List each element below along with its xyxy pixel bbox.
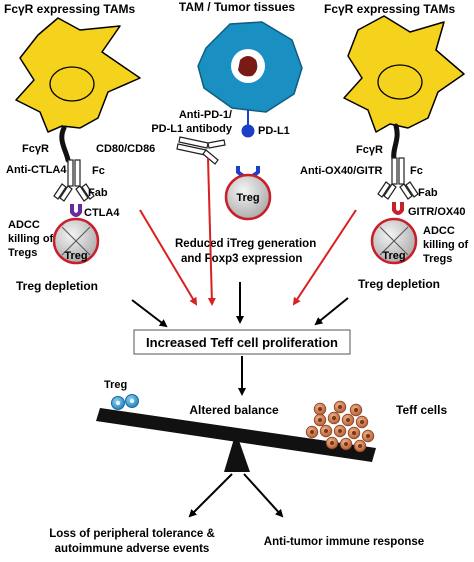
left-treg-cell — [52, 217, 100, 265]
left-adcc-line2: killing of — [8, 233, 54, 245]
red-arrow-center — [207, 157, 216, 306]
red-arrow-right — [292, 209, 357, 306]
teff-cell-nucleus — [318, 407, 322, 411]
center-antibody-line2: PD-L1 antibody — [151, 123, 233, 135]
tumor-cell — [197, 21, 303, 113]
teff-cell-nucleus — [338, 405, 342, 409]
left-fc-label: Fc — [92, 165, 105, 177]
pdl1-ligand-icon — [241, 124, 255, 138]
left-outcome: Treg depletion — [16, 279, 98, 293]
left-ctla4-label: CTLA4 — [84, 207, 120, 219]
left-fcgr-label: FcγR — [22, 143, 49, 155]
left-adcc-line3: Tregs — [8, 247, 37, 259]
right-antibody-label: Anti-OX40/GITR — [300, 165, 383, 177]
bottom-left-line2: autoimmune adverse events — [55, 543, 210, 555]
right-outcome: Treg depletion — [358, 277, 440, 291]
treg-cell-cluster — [111, 394, 139, 410]
teff-cell-nucleus — [318, 418, 322, 422]
left-adcc-line1: ADCC — [8, 219, 40, 231]
right-adcc-line2: killing of — [423, 239, 469, 251]
arrow-bottom-right — [243, 473, 284, 518]
teff-cell-nucleus — [360, 420, 364, 424]
center-antibody-line1: Anti-PD-1/ — [179, 109, 232, 121]
right-antibody-icon — [377, 157, 419, 200]
right-fc-label: Fc — [410, 165, 423, 177]
gitr-receptor-icon — [392, 202, 404, 215]
ctla4-receptor-icon — [70, 204, 82, 217]
teff-cell-nucleus — [354, 408, 358, 412]
balance-treg-label: Treg — [104, 379, 127, 391]
right-adcc-line1: ADCC — [423, 225, 455, 237]
right-tam-cell — [343, 15, 465, 133]
teff-cell-nucleus — [330, 441, 334, 445]
right-fcgr-label: FcγR — [356, 144, 383, 156]
black-arrow-left — [131, 299, 168, 328]
teff-cell-nucleus — [358, 444, 362, 448]
center-outcome-line1: Reduced iTreg generation — [175, 238, 316, 250]
left-title: FcγR expressing TAMs — [4, 2, 135, 16]
balance-fulcrum — [224, 432, 250, 472]
black-arrow-right — [314, 297, 349, 326]
teff-cell-nucleus — [352, 431, 356, 435]
center-outcome-line2: and Foxp3 expression — [181, 253, 302, 265]
center-antibody-icon — [176, 136, 226, 165]
right-treg-label: Treg — [382, 250, 405, 262]
bottom-right-label: Anti-tumor immune response — [264, 536, 424, 548]
right-fab-label: Fab — [418, 187, 438, 199]
pdl1-label: PD-L1 — [258, 125, 290, 137]
balance-teff-label: Teff cells — [396, 403, 447, 417]
center-title: TAM / Tumor tissues — [179, 0, 296, 14]
right-fcgr-receptor — [391, 123, 400, 163]
right-title: FcγR expressing TAMs — [324, 2, 455, 16]
central-box-label: Increased Teff cell proliferation — [146, 335, 338, 350]
balance-altered-label: Altered balance — [189, 403, 279, 417]
teff-cell-nucleus — [346, 418, 350, 422]
left-fab-label: Fab — [88, 187, 108, 199]
central-box — [133, 329, 351, 355]
teff-cell-nucleus — [324, 429, 328, 433]
right-treg-cell — [370, 217, 418, 265]
teff-cell-nucleus — [310, 430, 314, 434]
left-antibody-icon — [53, 159, 95, 202]
teff-cell-nucleus — [366, 434, 370, 438]
red-arrow-left — [139, 209, 198, 306]
left-tam-cell — [15, 17, 141, 133]
left-fcgr-receptor — [59, 125, 71, 163]
teff-cell-cluster — [305, 400, 375, 453]
left-cd80-label: CD80/CD86 — [96, 143, 155, 155]
arrow-bottom-left — [188, 473, 233, 518]
left-treg-label: Treg — [64, 250, 87, 262]
right-receptor-label: GITR/OX40 — [408, 206, 465, 218]
teff-cell-nucleus — [338, 429, 342, 433]
teff-cell-nucleus — [344, 442, 348, 446]
center-treg-label: Treg — [236, 192, 259, 204]
left-antibody-label: Anti-CTLA4 — [6, 164, 67, 176]
center-treg-cell — [224, 173, 272, 221]
right-adcc-line3: Tregs — [423, 253, 452, 265]
teff-cell-nucleus — [332, 416, 336, 420]
bottom-left-line1: Loss of peripheral tolerance & — [49, 528, 215, 540]
